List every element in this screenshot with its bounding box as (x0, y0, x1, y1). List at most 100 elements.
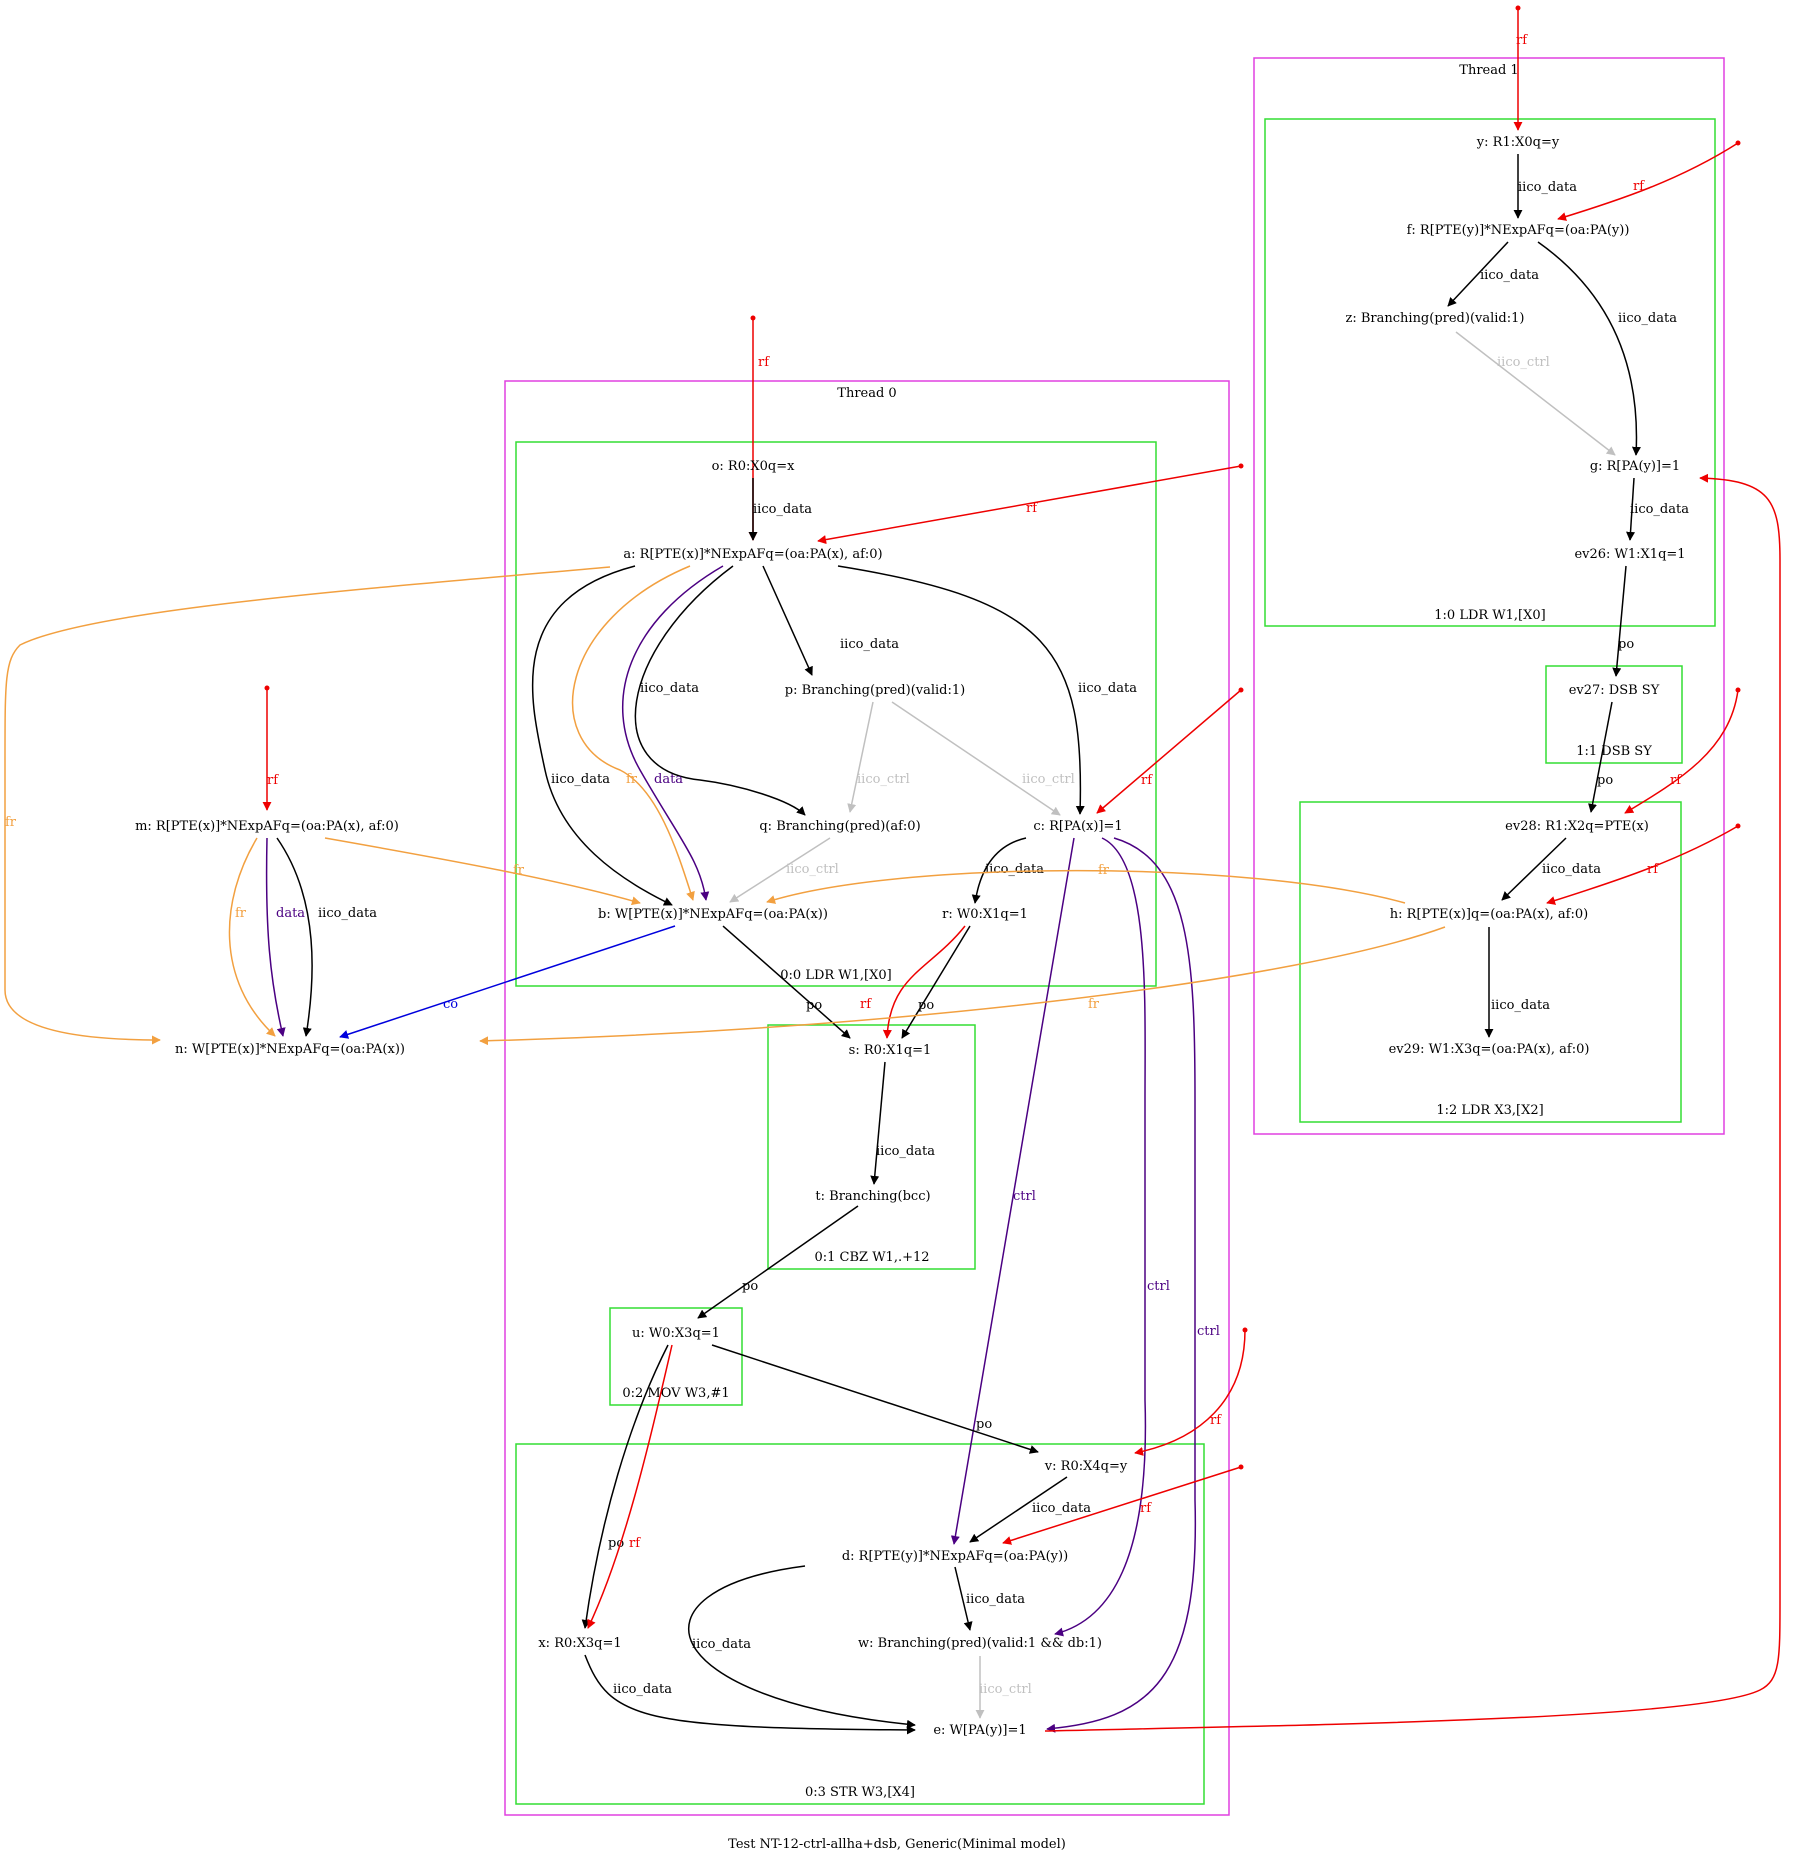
edge-rf (1044, 473, 1781, 1732)
edge-label: rf (1516, 33, 1528, 48)
node-ev26: ev26: W1:X1q=1 (1574, 547, 1685, 562)
edge-label: iico_ctrl (979, 1682, 1032, 1697)
node-y: y: R1:X0q=y (1476, 135, 1560, 150)
node-n: n: W[PTE(x)]*NExpAFq=(oa:PA(x)) (175, 1042, 405, 1057)
edge-label: iico_data (876, 1144, 935, 1159)
edge-rf: rf (1002, 1466, 1242, 1545)
edge-label: rf (860, 997, 872, 1012)
initial-write-dot (1735, 687, 1741, 693)
edge-iico-ctrl: iico_ctrl (729, 837, 839, 903)
node-x: x: R0:X3q=1 (538, 1636, 621, 1651)
edge-co: co (339, 925, 676, 1039)
edge-iico-data: iico_data (276, 837, 377, 1037)
cluster-instr-0-2: 0:2 MOV W3,#1 (609, 1307, 743, 1406)
edge-label: fr (1098, 863, 1110, 878)
edge-rf: rf (1513, 8, 1528, 131)
edges: rf iico_data rf iico_data iico_data iico… (4, 8, 1781, 1735)
edge-rf: rf (1546, 825, 1739, 905)
node-g: g: R[PA(y)]=1 (1590, 459, 1680, 474)
edge-label: po (806, 998, 822, 1013)
edge-label: data (276, 906, 305, 921)
edge-fr: fr (572, 565, 695, 901)
edge-fr: fr (479, 926, 1446, 1046)
initial-write-dots (264, 5, 1741, 1470)
edge-label: fr (1088, 997, 1100, 1012)
edge-label: iico_data (1078, 681, 1137, 696)
node-ev29: ev29: W1:X3q=(oa:PA(x), af:0) (1389, 1042, 1590, 1057)
edge-label: iico_ctrl (857, 772, 910, 787)
node-u: u: W0:X3q=1 (632, 1326, 720, 1341)
edge-iico-ctrl: iico_ctrl (847, 701, 910, 813)
edge-label: iico_data (1518, 180, 1577, 195)
edge-rf: rf (817, 465, 1242, 545)
edge-label: iico_data (613, 1682, 672, 1697)
cluster-label: 0:3 STR W3,[X4] (805, 1785, 915, 1800)
edge-label: po (742, 1279, 758, 1294)
initial-write-dot (1238, 463, 1244, 469)
edge-iico-data: iico_data (531, 565, 673, 906)
edge-label: iico_data (1480, 268, 1539, 283)
edge-label: rf (1210, 1413, 1222, 1428)
initial-write-dot (264, 685, 270, 691)
edge-data: data (621, 565, 724, 901)
edge-iico-data: iico_data (762, 565, 899, 676)
cluster-label: Thread 1 (1459, 63, 1518, 78)
edge-iico-ctrl: iico_ctrl (891, 701, 1075, 816)
cluster-thread-1: Thread 1 (1253, 57, 1725, 1135)
edge-rf: rf (1557, 142, 1739, 221)
edge-label: iico_data (966, 1592, 1025, 1607)
initial-write-dot (1515, 5, 1521, 11)
edge-label: iico_data (318, 906, 377, 921)
node-c: c: R[PA(x)]=1 (1033, 819, 1122, 834)
edge-label: fr (235, 906, 247, 921)
edge-label: ctrl (1197, 1324, 1220, 1339)
cluster-label: 0:0 LDR W1,[X0] (780, 968, 891, 983)
node-ev27: ev27: DSB SY (1569, 683, 1660, 698)
edge-iico-data: iico_data (634, 565, 806, 816)
node-z: z: Branching(pred)(valid:1) (1346, 311, 1525, 326)
cluster-label: 1:1 DSB SY (1576, 744, 1652, 759)
edge-rf: rf (1624, 689, 1739, 814)
edge-label: rf (1026, 501, 1038, 516)
edge-iico-data: iico_data (971, 837, 1044, 904)
edge-po: po (711, 1344, 1039, 1454)
edge-label: rf (1647, 862, 1659, 877)
edge-label: iico_data (1032, 1501, 1091, 1516)
cluster-instr-0-1: 0:1 CBZ W1,.+12 (767, 1024, 976, 1270)
edge-fr: fr (228, 837, 276, 1037)
edge-label: fr (5, 815, 17, 830)
edge-iico-data: iico_data (837, 565, 1137, 815)
edge-po: po (581, 1344, 669, 1629)
edge-fr: fr (766, 863, 1406, 904)
edge-label: iico_ctrl (1497, 355, 1550, 370)
edge-iico-data: iico_data (870, 1061, 935, 1185)
edge-label: rf (1670, 773, 1682, 788)
node-d: d: R[PTE(y)]*NExpAFq=(oa:PA(y)) (842, 1549, 1068, 1564)
edge-label: rf (758, 355, 770, 370)
cluster-label: 0:1 CBZ W1,.+12 (814, 1250, 929, 1265)
edge-iico-data: iico_data (1626, 477, 1689, 541)
node-t: t: Branching(bcc) (815, 1189, 930, 1204)
edge-po: po (901, 925, 971, 1039)
edge-label: iico_data (551, 772, 610, 787)
edge-iico-ctrl: iico_ctrl (975, 1656, 1032, 1719)
edge-label: rf (629, 1536, 641, 1551)
edge-fr: fr (324, 837, 641, 906)
edge-label: iico_data (985, 862, 1044, 877)
initial-write-dot (1238, 1464, 1244, 1470)
edge-po: po (1612, 565, 1634, 677)
edge-label: po (918, 998, 934, 1013)
edge-rf: rf (1096, 689, 1242, 814)
edge-ctrl: ctrl (950, 837, 1075, 1545)
edge-ctrl: ctrl (1054, 837, 1170, 1637)
cluster-instr-1-2: 1:2 LDR X3,[X2] (1299, 801, 1682, 1123)
edge-label: fr (513, 863, 525, 878)
edge-fr: fr (4, 566, 611, 1045)
edge-label: iico_data (1491, 998, 1550, 1013)
node-p: p: Branching(pred)(valid:1) (785, 683, 965, 698)
node-b: b: W[PTE(x)]*NExpAFq=(oa:PA(x)) (598, 907, 828, 922)
node-w: w: Branching(pred)(valid:1 && db:1) (858, 1636, 1102, 1651)
node-e: e: W[PA(y)]=1 (933, 1723, 1026, 1738)
edge-label: rf (267, 773, 279, 788)
